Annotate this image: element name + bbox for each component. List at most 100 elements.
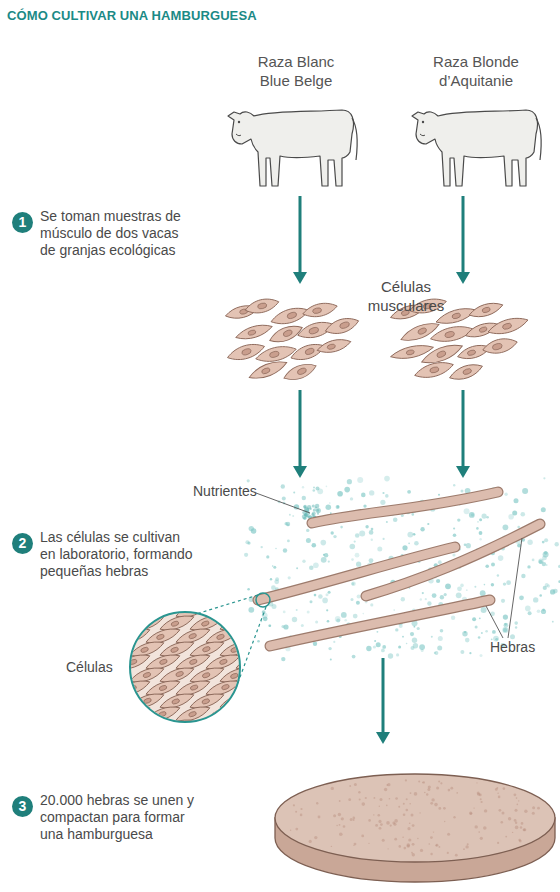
breed-label: Raza Blonde d’Aquitanie	[424, 52, 528, 90]
nutrient-dot	[350, 544, 356, 550]
nutrient-dot	[527, 540, 532, 545]
cell-nucleus	[297, 367, 308, 375]
cell-body	[188, 716, 225, 738]
magnifier-ring	[130, 612, 240, 722]
nutrient-dot	[503, 524, 509, 530]
strand-outline	[270, 600, 490, 646]
burger-grain	[379, 806, 380, 807]
burger-grain	[448, 789, 451, 792]
nutrient-dot	[313, 642, 317, 646]
cow-illustration	[228, 110, 357, 186]
nutrient-dot	[427, 523, 429, 525]
nutrient-dot	[309, 508, 311, 510]
burger-grain	[382, 839, 385, 842]
burger-grain	[480, 798, 482, 800]
nutrient-dot	[293, 491, 295, 493]
flow-arrows	[300, 196, 463, 734]
cell-nucleus	[492, 343, 503, 351]
nutrient-dot	[412, 638, 417, 643]
cell-nucleus	[157, 607, 166, 614]
cell-nucleus	[170, 646, 179, 653]
arrow-head	[376, 732, 390, 744]
burger-grain	[521, 822, 524, 825]
burger-grain	[412, 824, 415, 827]
nutrient-dot	[354, 541, 356, 543]
nutrient-dot	[545, 583, 549, 587]
nutrient-dot	[521, 512, 526, 517]
nutrient-dot	[376, 642, 381, 647]
nutrient-dot	[552, 621, 554, 623]
burger-grain	[300, 808, 302, 810]
cell-nucleus	[219, 658, 228, 665]
burger-grain	[429, 843, 431, 845]
nutrient-dot	[510, 634, 515, 639]
nutrient-dot	[452, 553, 455, 556]
nutrient-dot	[371, 539, 373, 541]
nutrient-dot	[406, 643, 408, 645]
nutrient-dot	[537, 610, 541, 614]
burger-grain	[406, 809, 409, 812]
cell-body	[218, 690, 255, 712]
cell-body	[248, 638, 285, 660]
cell-body	[114, 599, 151, 621]
nutrient-dot	[408, 542, 410, 544]
burger-grain	[365, 797, 367, 799]
burger-grain	[440, 782, 442, 784]
burger-grain	[419, 812, 420, 813]
burger-grain	[380, 798, 383, 801]
nutrient-dot	[381, 649, 385, 653]
nutrient-dot	[380, 500, 385, 505]
burger-grain	[438, 807, 441, 810]
nutrient-dot	[465, 638, 470, 643]
nutrient-dot	[402, 636, 404, 638]
burger-grain	[465, 845, 468, 848]
cell-body	[234, 599, 271, 621]
nutrient-dot	[482, 514, 487, 519]
burger-grain	[336, 825, 337, 826]
nutrient-dot	[326, 593, 329, 596]
nutrient-dot	[525, 606, 531, 612]
nutrient-dot	[425, 598, 427, 600]
nutrient-dot	[271, 585, 276, 590]
muscle-cell	[399, 319, 442, 346]
muscle-cell	[448, 361, 485, 384]
nutrient-dot	[315, 504, 319, 508]
nutrient-dot	[502, 627, 508, 633]
muscle-cell	[234, 703, 271, 725]
burger-grain	[410, 792, 412, 794]
burger-grain	[456, 792, 458, 794]
burger-grain	[501, 821, 504, 824]
burger-grain	[349, 785, 351, 787]
burger-grain	[481, 801, 483, 803]
diagram-title: CÓMO CULTIVAR UNA HAMBURGUESA	[7, 8, 257, 23]
cow-illustration	[412, 110, 541, 186]
burger-grain	[331, 787, 334, 790]
burger-grain	[423, 781, 425, 783]
cell-body	[128, 690, 165, 712]
burger-grain	[388, 848, 389, 849]
nutrient-dot	[359, 531, 365, 537]
burger-grain	[290, 830, 291, 831]
nutrient-dot	[484, 584, 486, 586]
burger-grain	[470, 813, 472, 815]
cell-nucleus	[235, 697, 244, 704]
cell-nucleus	[304, 347, 314, 355]
burger-grain	[435, 845, 437, 847]
nutrient-dot	[312, 543, 317, 548]
burger-grain	[386, 821, 390, 825]
burger-grain	[495, 788, 498, 791]
burger-grain	[373, 814, 374, 815]
cell-body	[247, 357, 289, 383]
cell-nucleus	[248, 685, 257, 692]
part-label: Células	[66, 659, 113, 676]
burger-grain	[480, 837, 483, 840]
burger-grain	[389, 798, 391, 800]
arrow-shaft	[462, 390, 465, 468]
muscle-cell	[248, 690, 285, 712]
nutrient-dot	[427, 601, 431, 605]
cell-nucleus	[260, 724, 269, 731]
nutrient-dot	[301, 624, 304, 627]
burger-grain	[483, 826, 487, 830]
nutrient-dot	[469, 512, 475, 518]
